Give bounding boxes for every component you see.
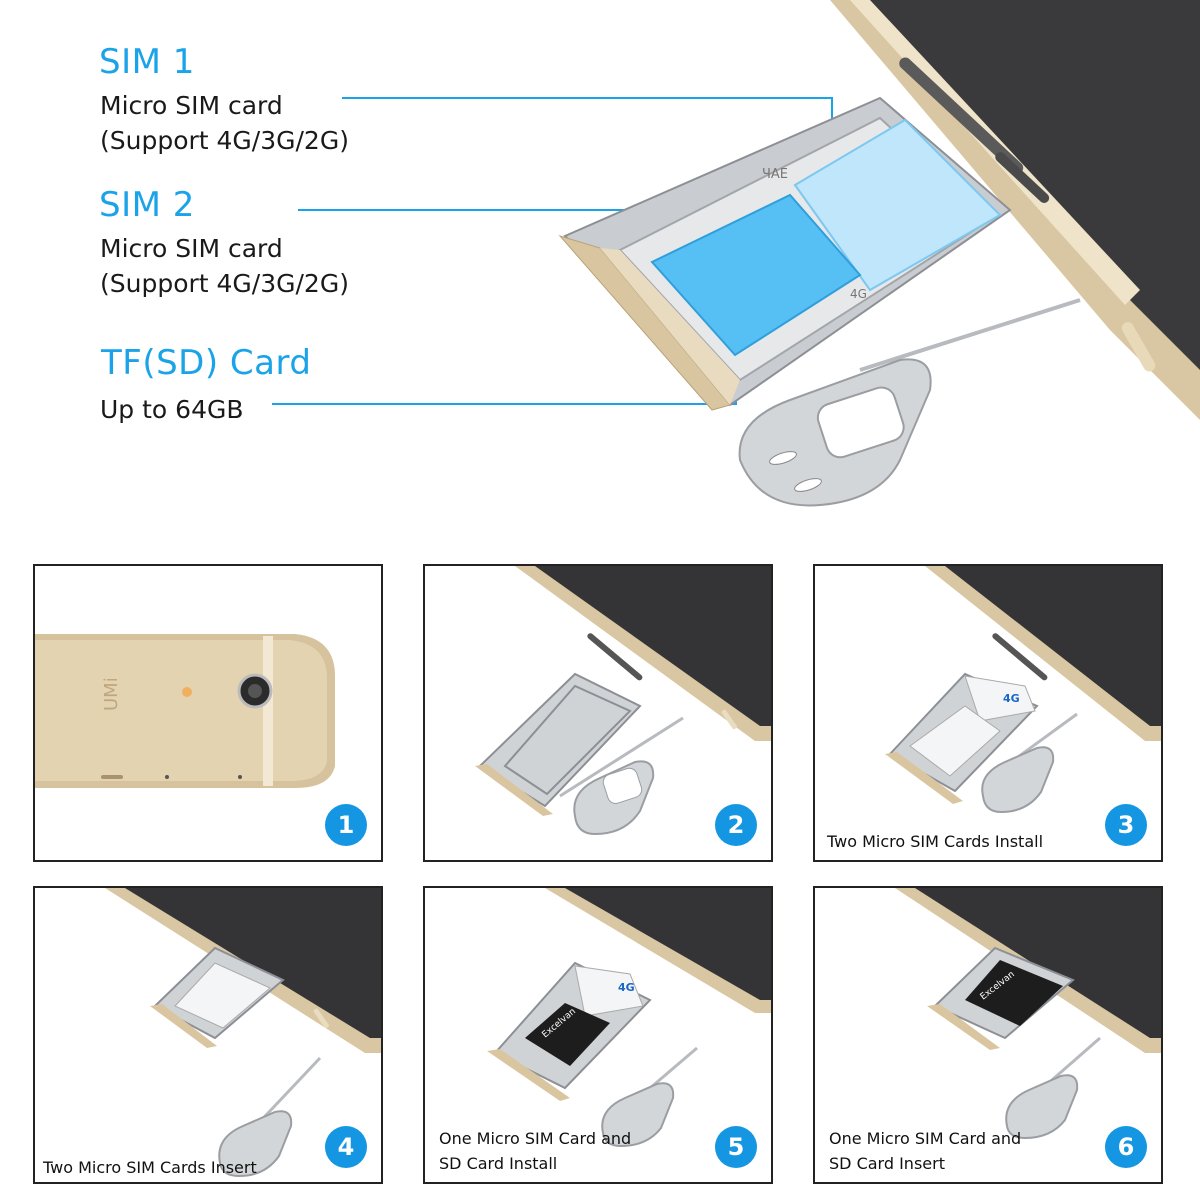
hero-section: SIM 1 Micro SIM card (Support 4G/3G/2G) … xyxy=(0,0,1200,540)
step-1-panel: UMi 1 xyxy=(33,564,383,862)
step-2-illustration xyxy=(475,566,771,836)
sim2-line1: Micro SIM card xyxy=(100,234,283,263)
step-badge: 2 xyxy=(715,804,757,846)
step-5-illustration: Excelvan 4G xyxy=(487,888,771,1148)
phone-logo: UMi xyxy=(101,677,122,711)
sim1-line1: Micro SIM card xyxy=(100,91,283,120)
sim2-line2: (Support 4G/3G/2G) xyxy=(100,269,349,298)
step-badge: 6 xyxy=(1105,1126,1147,1168)
step-5-panel: Excelvan 4G One Micro SIM Card and SD Ca… xyxy=(423,886,773,1184)
step-caption: Two Micro SIM Cards Install xyxy=(827,832,1044,851)
step-caption: Two Micro SIM Cards Insert xyxy=(43,1158,257,1177)
tf-line1: Up to 64GB xyxy=(100,395,244,424)
step-3-panel: 4G Two Micro SIM Cards Install 3 xyxy=(813,564,1163,862)
step-3-illustration: 4G xyxy=(885,566,1161,814)
sim-tray-illustration: ЧАЕ 4G xyxy=(558,96,1012,411)
step-4-panel: Two Micro SIM Cards Insert 4 xyxy=(33,886,383,1184)
step-2-panel: 2 xyxy=(423,564,773,862)
tf-title: TF(SD) Card xyxy=(101,343,312,383)
tray-mark-2: 4G xyxy=(850,287,867,301)
step-badge: 5 xyxy=(715,1126,757,1168)
step-caption: One Micro SIM Card and SD Card Insert xyxy=(829,1126,1021,1176)
step-badge: 3 xyxy=(1105,804,1147,846)
step-caption-line1: One Micro SIM Card and xyxy=(439,1129,632,1148)
step-4-illustration xyxy=(105,888,381,1178)
step-6-illustration: Excelvan xyxy=(895,888,1161,1140)
sim-badge: 4G xyxy=(618,981,635,994)
sim1-title: SIM 1 xyxy=(99,42,195,82)
step-caption: One Micro SIM Card and SD Card Install xyxy=(439,1126,631,1176)
eject-pin-illustration xyxy=(738,298,1081,507)
sim1-line2: (Support 4G/3G/2G) xyxy=(100,126,349,155)
step-caption-line2: SD Card Install xyxy=(439,1154,558,1173)
step-caption-line1: One Micro SIM Card and xyxy=(829,1129,1022,1148)
step-1-illustration: UMi xyxy=(35,634,335,788)
phone-edge-illustration xyxy=(830,0,1200,420)
step-6-panel: Excelvan One Micro SIM Card and SD Card … xyxy=(813,886,1163,1184)
tray-mark-1: ЧАЕ xyxy=(762,167,788,182)
sim2-title: SIM 2 xyxy=(99,185,195,225)
sim-badge: 4G xyxy=(1003,692,1020,705)
step-caption-line2: SD Card Insert xyxy=(829,1154,945,1173)
step-badge: 4 xyxy=(325,1126,367,1168)
step-badge: 1 xyxy=(325,804,367,846)
hero-illustration: ЧАЕ 4G xyxy=(272,0,1200,507)
